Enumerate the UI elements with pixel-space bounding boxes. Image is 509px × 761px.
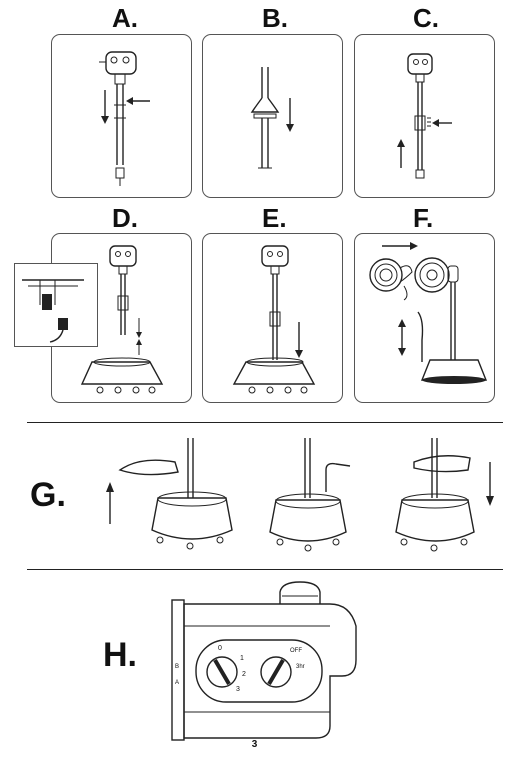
step-label-d: D.	[112, 203, 138, 233]
timer-hours-label: 3hr	[296, 664, 305, 670]
arrow-up-icon	[106, 482, 114, 524]
side-mark-b: B	[175, 664, 180, 670]
panel-a	[51, 34, 192, 198]
arrow-left-icon	[432, 119, 452, 127]
arrow-left-icon	[126, 97, 150, 105]
connector-detail-drawing	[22, 279, 84, 343]
step-label-c: C.	[413, 3, 439, 33]
dial-mark-0: 0	[218, 645, 222, 652]
step-label-b: B.	[262, 3, 288, 33]
panel-f-drawing	[369, 257, 488, 384]
arrow-down-icon	[101, 90, 109, 124]
section-g-drawing-1	[118, 438, 233, 550]
arrow-right-icon	[382, 242, 418, 250]
arrow-down-icon	[486, 462, 494, 506]
arrow-up-icon	[397, 139, 405, 168]
double-arrow-icon	[398, 319, 406, 356]
arrow-down-icon	[136, 318, 142, 338]
dial-mark-2: 2	[242, 671, 246, 678]
step-label-g: G.	[30, 476, 66, 514]
connector-detail-inset	[14, 263, 98, 347]
divider-top	[27, 422, 503, 423]
arrow-down-icon	[286, 98, 294, 132]
section-g-drawing-2	[269, 438, 351, 552]
panel-a-drawing	[99, 51, 137, 186]
panel-d-drawing	[80, 245, 164, 394]
panel-b	[202, 34, 343, 198]
side-mark-a: A	[175, 680, 180, 686]
step-label-e: E.	[262, 203, 287, 233]
arrow-up-icon	[136, 339, 142, 355]
section-g-drawing-3	[395, 438, 475, 552]
page-number: 3	[251, 739, 258, 750]
dial-mark-3: 3	[236, 686, 240, 693]
control-panel-drawing	[171, 581, 357, 741]
panel-e-drawing	[232, 245, 316, 394]
divider-bottom	[27, 569, 503, 570]
step-label-h: H.	[103, 636, 137, 674]
panel-b-drawing	[250, 67, 280, 169]
step-label-a: A.	[112, 3, 138, 33]
panel-c-drawing	[407, 53, 433, 179]
timer-off-label: OFF	[290, 648, 302, 654]
step-label-f: F.	[413, 203, 434, 233]
dial-mark-1: 1	[240, 655, 244, 662]
arrow-down-icon	[295, 322, 303, 358]
